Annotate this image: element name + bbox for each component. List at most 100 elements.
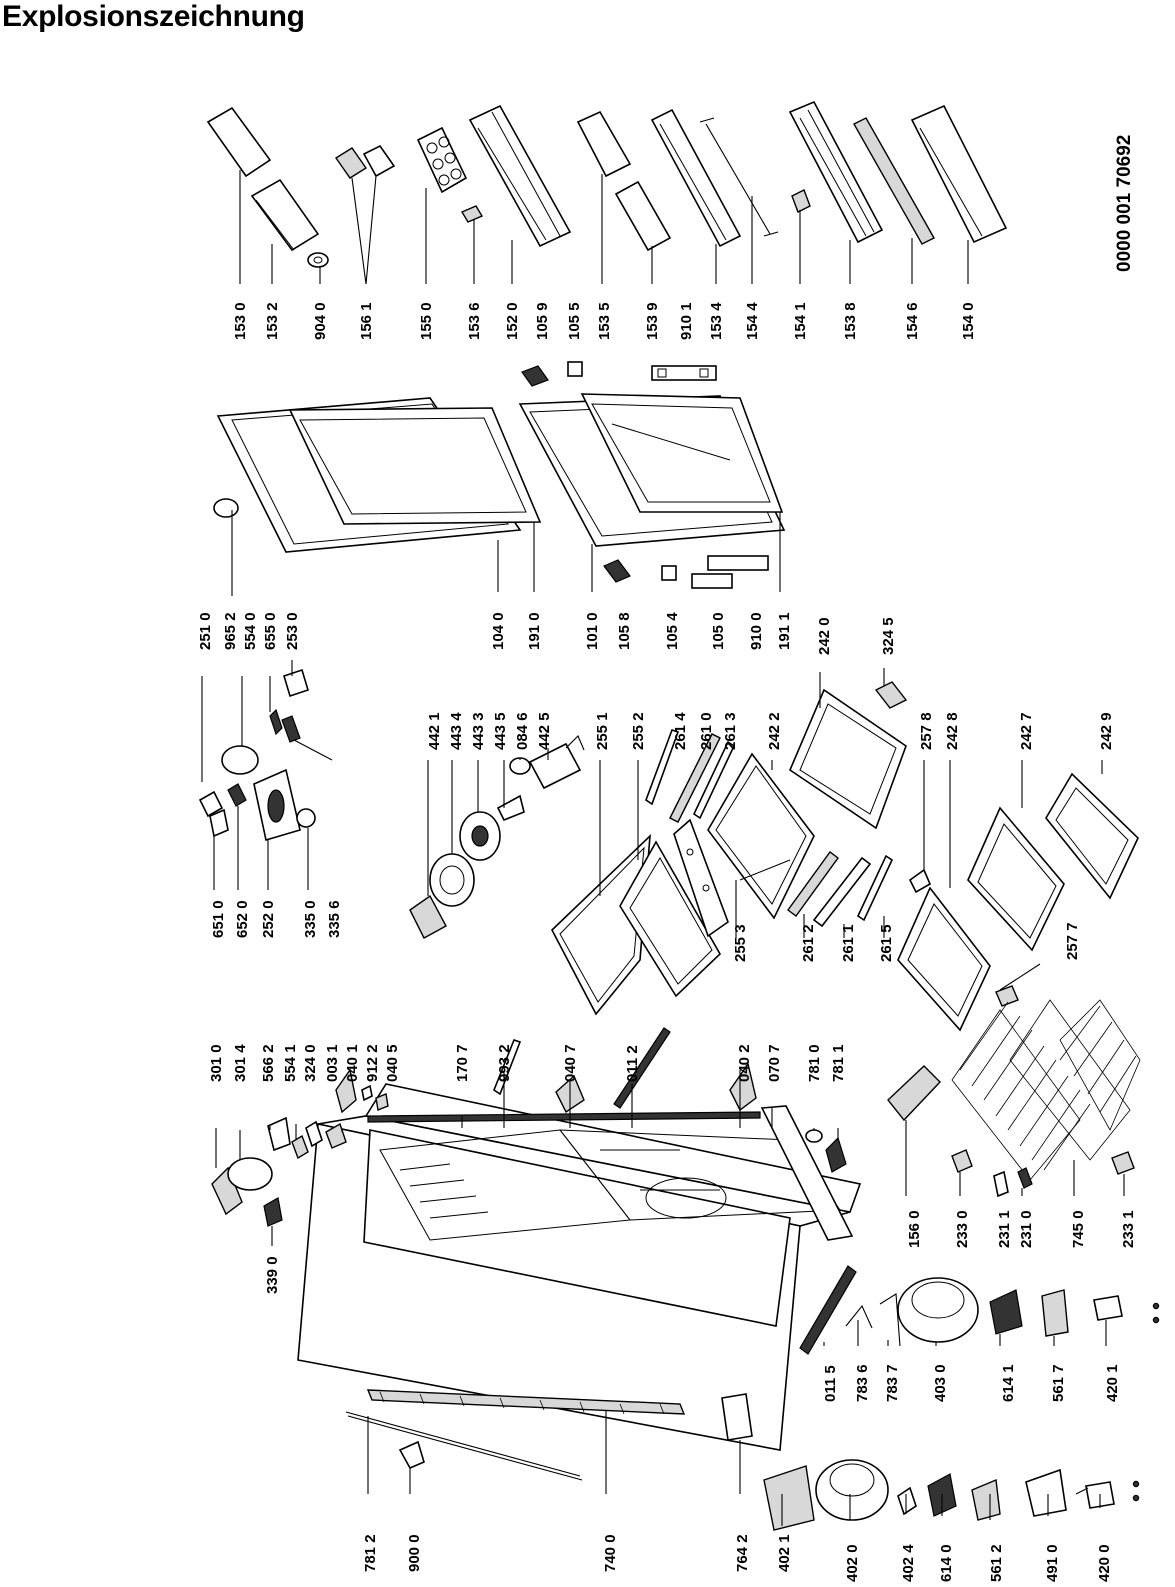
rail-261-2 [787, 851, 839, 917]
part-105-5 [567, 361, 583, 377]
part-label: 255 3 [732, 924, 749, 962]
wire-racks-745-0 [951, 999, 1141, 1181]
part-label: 324 0 [302, 1044, 319, 1082]
compressor-403-0 [897, 1277, 979, 1343]
door-shelf-153-2 [250, 178, 320, 252]
egg-tray-155-0 [416, 126, 468, 194]
part-label: 781 0 [806, 1044, 823, 1082]
part-label: 301 0 [208, 1044, 225, 1082]
part-781-1 [825, 1136, 847, 1173]
part-label: 443 4 [448, 712, 465, 750]
part-label: 561 2 [988, 1544, 1005, 1582]
rail-261-5 [856, 854, 894, 922]
part-561-7 [1041, 1289, 1069, 1337]
dryer-764-2 [721, 1393, 753, 1441]
part-339-0 [263, 1197, 283, 1227]
part-label: 153 2 [264, 302, 281, 340]
part-label: 614 1 [1000, 1364, 1017, 1402]
part-label: 170 7 [454, 1044, 471, 1082]
part-label: 655 0 [262, 612, 279, 650]
compressor-402-0 [815, 1459, 889, 1521]
part-label: 233 0 [954, 1210, 971, 1248]
part-655-0 [198, 790, 224, 818]
part-label: 554 1 [282, 1044, 299, 1082]
part-label: 156 0 [906, 1210, 923, 1248]
part-label: 070 7 [766, 1044, 783, 1082]
part-label: 335 6 [326, 900, 343, 938]
part-label: 781 1 [830, 1044, 847, 1082]
shelf-154-0 [910, 104, 1008, 244]
glass-shelf-255-2 [619, 840, 722, 998]
shelf-153-5 [576, 110, 632, 178]
part-label: 261 5 [878, 924, 895, 962]
part-label: 153 4 [708, 302, 725, 340]
relay-614-1 [989, 1289, 1023, 1335]
part-label: 554 0 [242, 612, 259, 650]
part-label: 105 4 [664, 612, 681, 650]
part-label: 153 8 [842, 302, 859, 340]
part-566-2 [267, 1116, 291, 1152]
marker-dot-4 [1132, 1494, 1140, 1502]
part-label: 040 7 [562, 1044, 579, 1082]
part-label: 040 5 [384, 1044, 401, 1082]
fan-cover-443-4 [429, 853, 475, 907]
part-label: 257 8 [918, 712, 935, 750]
spring-335-6 [281, 715, 301, 743]
part-label: 566 2 [260, 1044, 277, 1082]
part-301-0 [211, 1166, 243, 1216]
part-label: 402 1 [776, 1534, 793, 1572]
part-910-1 [651, 365, 717, 381]
part-label: 420 1 [1104, 1364, 1121, 1402]
fan-housing-442-1 [409, 894, 447, 939]
part-label: 339 0 [264, 1256, 281, 1294]
part-label: 261 4 [672, 712, 689, 750]
part-label: 965 2 [222, 612, 239, 650]
part-label: 912 2 [364, 1044, 381, 1082]
part-label: 403 0 [932, 1364, 949, 1402]
knob-651-0 [209, 808, 229, 838]
part-label: 105 8 [616, 612, 633, 650]
bottle-shelf-152-0 [468, 104, 572, 248]
ice-tray-156-0 [887, 1065, 941, 1122]
part-label: 910 0 [748, 612, 765, 650]
part-label: 084 6 [514, 712, 531, 750]
freezer-drawer-242-7 [967, 806, 1065, 952]
part-003-1 [325, 1122, 347, 1149]
thermostat-554-0 [221, 745, 259, 775]
part-label: 740 0 [602, 1534, 619, 1572]
part-label: 233 1 [1120, 1210, 1137, 1248]
part-900-0 [398, 1440, 425, 1470]
part-231-0 [1017, 1167, 1033, 1189]
shelf-153-9 [614, 180, 672, 252]
gasket-191-1 [580, 393, 784, 513]
rod-154-4 [705, 123, 771, 235]
part-231-1 [993, 1170, 1009, 1198]
part-040-2 [729, 1062, 757, 1112]
marker-dot-2 [1152, 1316, 1160, 1324]
part-label: 191 0 [526, 612, 543, 650]
rail-261-0 [669, 733, 721, 823]
part-label: 153 5 [596, 302, 613, 340]
part-label: 261 1 [840, 924, 857, 962]
part-label: 154 6 [904, 302, 921, 340]
cabinet-body [297, 1083, 862, 1451]
hinge-105-8 [603, 559, 631, 583]
filter-156-1 [335, 147, 367, 179]
spring-652-0 [227, 783, 247, 807]
part-011-5 [799, 1265, 857, 1355]
part-label: 152 0 [504, 302, 521, 340]
part-011-2 [613, 1027, 671, 1109]
part-label: 261 2 [800, 924, 817, 962]
part-label: 257 7 [1064, 922, 1081, 960]
part-label: 745 0 [1070, 1210, 1087, 1248]
part-label: 231 0 [1018, 1210, 1035, 1248]
part-label: 242 8 [944, 712, 961, 750]
part-label: 154 1 [792, 302, 809, 340]
part-label: 105 0 [710, 612, 727, 650]
clip-154-1 [791, 189, 811, 213]
part-label: 105 9 [534, 302, 551, 340]
part-label: 993 2 [496, 1044, 513, 1082]
part-label: 153 9 [644, 302, 661, 340]
